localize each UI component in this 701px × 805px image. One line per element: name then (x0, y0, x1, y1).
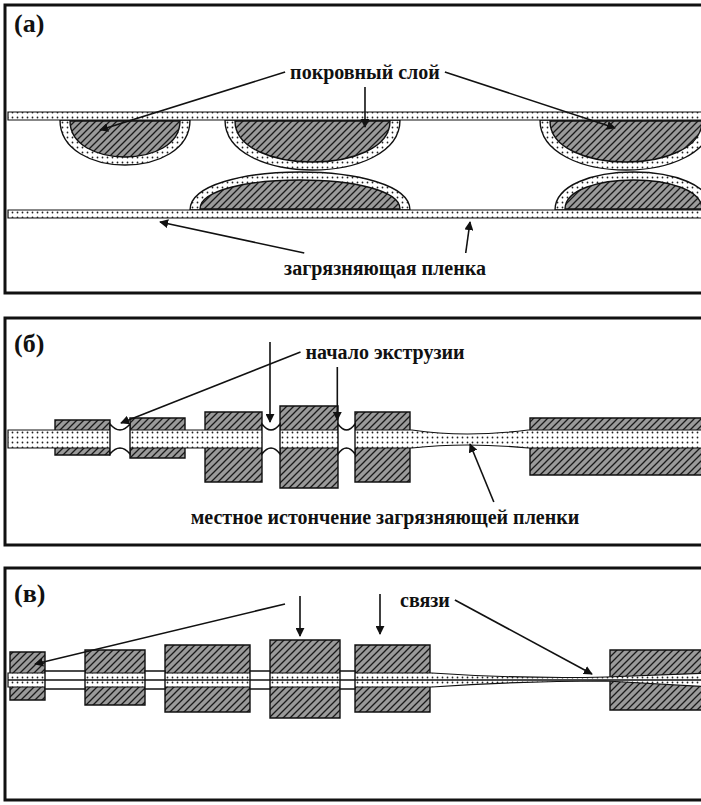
leader-arrow (379, 594, 381, 634)
cover-layer (555, 172, 701, 210)
extrusion (338, 424, 355, 454)
contamination-film (8, 112, 701, 120)
callout-label: связи (400, 589, 450, 611)
panel-letter: (в) (14, 580, 45, 609)
callout-label: покровный слой (290, 61, 440, 83)
extrusion (110, 424, 130, 454)
leader-arrow (35, 604, 285, 664)
cover-layer (60, 120, 190, 165)
contamination-film (8, 210, 701, 218)
leader-arrow (445, 72, 615, 128)
cover-layer (225, 120, 400, 170)
leader-arrow (121, 352, 301, 423)
panel-letter: (б) (14, 330, 44, 359)
leader-arrow (455, 600, 592, 674)
metal-grain (235, 121, 390, 162)
metal-grain (565, 180, 701, 209)
callout-label: загрязняющая пленка (284, 257, 486, 279)
metal-grain (200, 180, 400, 209)
metal-grain (70, 121, 180, 157)
leader-arrow (470, 444, 494, 502)
panel-frame (5, 318, 701, 545)
panel-letter: (a) (14, 10, 44, 39)
leader-arrow (364, 87, 366, 127)
leader-arrow (269, 342, 271, 422)
cover-layer (190, 172, 410, 210)
panel-frame (5, 568, 701, 800)
leader-arrow (337, 367, 339, 420)
extrusion (262, 424, 280, 454)
leader-arrow (299, 596, 301, 636)
callout-label: начало экструзии (306, 341, 465, 363)
leader-arrow (160, 222, 304, 253)
bond-line (8, 679, 701, 680)
cover-layer (540, 120, 701, 170)
callout-label: местное истончение загрязняющей пленки (191, 506, 580, 528)
panel-frame (5, 5, 701, 293)
leader-arrow (466, 222, 470, 253)
leader-arrow (100, 72, 285, 130)
metal-grain (550, 121, 701, 162)
